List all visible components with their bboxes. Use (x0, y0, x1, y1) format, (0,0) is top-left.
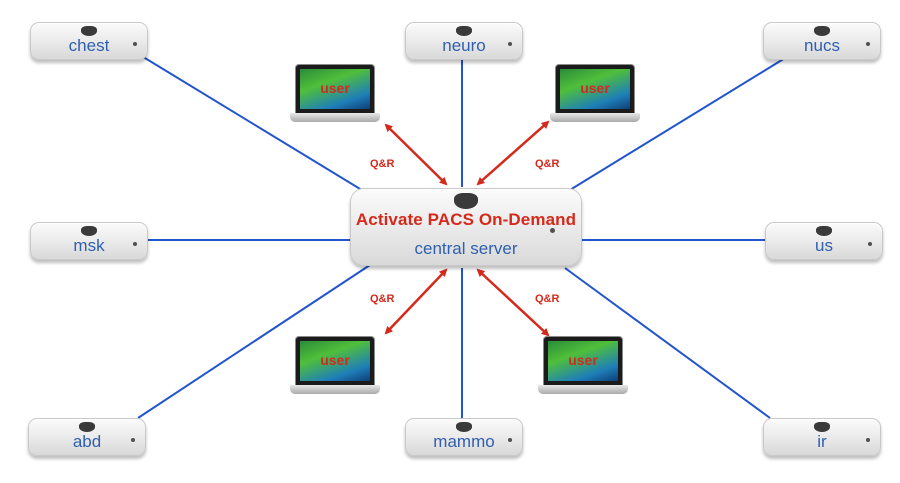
link-nucs (564, 54, 791, 194)
apple-logo-icon (816, 226, 832, 236)
mini-msk-label: msk (73, 236, 105, 255)
laptop-user-label: user (568, 352, 598, 368)
mini-nucs-label: nucs (804, 36, 840, 55)
apple-logo-icon (454, 193, 478, 209)
power-led-icon (868, 242, 872, 246)
mini-ir-label: ir (817, 432, 827, 451)
apple-logo-icon (81, 226, 97, 236)
mini-mammo[interactable]: mammo (405, 418, 523, 456)
apple-logo-icon (81, 26, 97, 36)
laptop-display: user (300, 69, 370, 109)
laptop-user-label: user (580, 80, 610, 96)
laptop-display: user (300, 341, 370, 381)
laptop-base (290, 385, 380, 394)
qr-label-top-right: Q&R (535, 158, 560, 170)
central-server[interactable]: Activate PACS On-Demand central server (350, 188, 582, 266)
laptop-screen: user (543, 336, 623, 386)
laptop-screen: user (295, 336, 375, 386)
link-ir (564, 267, 771, 419)
laptop-top-left[interactable]: user (290, 64, 380, 122)
link-abd (137, 264, 371, 419)
mini-us-label: us (815, 236, 833, 255)
mini-neuro-label: neuro (442, 36, 486, 55)
server-label: central server (414, 239, 518, 258)
mini-msk[interactable]: msk (30, 222, 148, 260)
power-led-icon (131, 438, 135, 442)
server-title: Activate PACS On-Demand (355, 210, 577, 229)
apple-logo-icon (814, 26, 830, 36)
power-led-icon (550, 228, 555, 233)
laptop-bottom-left[interactable]: user (290, 336, 380, 394)
laptop-user-label: user (320, 80, 350, 96)
laptop-bottom-right[interactable]: user (538, 336, 628, 394)
qr-label-top-left: Q&R (370, 158, 395, 170)
power-led-icon (866, 42, 870, 46)
laptop-screen: user (295, 64, 375, 114)
power-led-icon (508, 42, 512, 46)
mini-chest[interactable]: chest (30, 22, 148, 60)
qr-label-bottom-left: Q&R (370, 293, 395, 305)
arrow-top-right (476, 120, 550, 186)
mini-neuro[interactable]: neuro (405, 22, 523, 60)
mini-nucs[interactable]: nucs (763, 22, 881, 60)
power-led-icon (133, 242, 137, 246)
apple-logo-icon (456, 422, 472, 432)
link-chest (139, 54, 371, 196)
power-led-icon (508, 438, 512, 442)
laptop-base (290, 113, 380, 122)
mini-mammo-label: mammo (433, 432, 495, 451)
power-led-icon (866, 438, 870, 442)
laptop-display: user (560, 69, 630, 109)
laptop-top-right[interactable]: user (550, 64, 640, 122)
mini-us[interactable]: us (765, 222, 883, 260)
mini-ir[interactable]: ir (763, 418, 881, 456)
mini-abd-label: abd (72, 432, 102, 451)
laptop-display: user (548, 341, 618, 381)
arrow-bottom-right (476, 268, 550, 337)
laptop-screen: user (555, 64, 635, 114)
laptop-base (550, 113, 640, 122)
laptop-base (538, 385, 628, 394)
apple-logo-icon (79, 422, 95, 432)
mini-chest-label: chest (68, 36, 110, 55)
arrow-bottom-left (384, 268, 448, 335)
laptop-user-label: user (320, 352, 350, 368)
apple-logo-icon (814, 422, 830, 432)
mini-abd[interactable]: abd (28, 418, 146, 456)
power-led-icon (133, 42, 137, 46)
apple-logo-icon (456, 26, 472, 36)
arrow-top-left (384, 123, 448, 186)
qr-label-bottom-right: Q&R (535, 293, 560, 305)
